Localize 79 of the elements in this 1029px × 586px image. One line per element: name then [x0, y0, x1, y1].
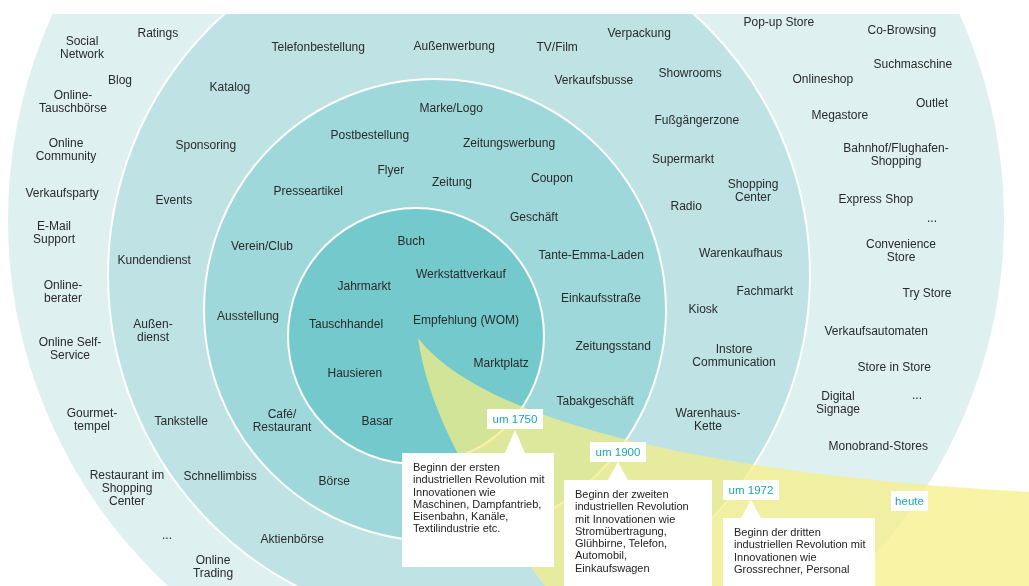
channel-label: Convenience Store: [864, 238, 938, 264]
channel-label: Presseartikel: [273, 184, 343, 198]
channel-label: Events: [155, 193, 193, 207]
channel-label: Store in Store: [857, 360, 931, 374]
callout-text: Beginn der dritten industriellen Revolution mit Innovationen wie Grossrechner, Personal: [734, 526, 866, 576]
channel-label: Verkaufsbusse: [554, 73, 634, 87]
channel-label: ...: [927, 211, 937, 225]
channel-label: Digital Signage: [814, 390, 861, 416]
channel-label: Warenhaus-Kette: [675, 407, 741, 433]
channel-label: Supermarkt: [652, 152, 715, 166]
channel-label: Coupon: [531, 171, 574, 185]
channel-label: Verkaufsautomaten: [824, 324, 928, 338]
channel-label: Katalog: [209, 80, 251, 94]
channel-label: Marktplatz: [473, 356, 529, 370]
channel-label: Shopping Center: [726, 178, 780, 204]
channel-label: Schnellimbiss: [183, 469, 257, 483]
channel-label: Tankstelle: [154, 414, 208, 428]
channel-label: Sponsoring: [175, 138, 237, 152]
channel-label: Telefonbestellung: [271, 40, 365, 54]
channel-label: Fachmarkt: [736, 284, 794, 298]
callout-text: Beginn der ersten industriellen Revolution mit Innovationen wie Maschinen, Dampfantrieb, Eisenbahn, Kanäle, Textilindustrie etc.: [413, 461, 545, 535]
channel-label: Onlineshop: [792, 72, 854, 86]
channel-label: Social Network: [59, 35, 105, 61]
channel-label: Zeitungsstand: [575, 339, 651, 353]
channel-label: Fußgängerzone: [654, 113, 740, 127]
channel-label: Kiosk: [688, 302, 718, 316]
channel-label: ...: [162, 528, 172, 542]
channel-label: E-Mail Support: [32, 220, 76, 246]
channel-label: Showrooms: [658, 66, 722, 80]
channel-label: Bahnhof/Flughafen-Shopping: [842, 142, 950, 168]
channel-label: Hausieren: [327, 366, 383, 380]
channel-label: Megastore: [811, 108, 869, 122]
channel-label: Tabakgeschäft: [556, 394, 634, 408]
channel-label: Verkaufsparty: [25, 186, 99, 200]
channel-label: Empfehlung (WOM): [413, 313, 520, 327]
channel-label: Instore Communication: [691, 343, 777, 369]
channel-label: Zeitungswerbung: [463, 136, 556, 150]
channel-label: Verpackung: [607, 26, 671, 40]
channel-label: Gourmet-tempel: [65, 407, 119, 433]
channel-label: Ausstellung: [217, 309, 280, 323]
channel-label: Warenkaufhaus: [699, 246, 783, 260]
channel-label: Online Trading: [191, 554, 235, 580]
channel-label: Co-Browsing: [867, 23, 937, 37]
channel-label: Suchmaschine: [873, 57, 953, 71]
channel-label: Ratings: [137, 26, 179, 40]
channel-label: Tauschhandel: [309, 317, 384, 331]
channel-label: Pop-up Store: [743, 15, 815, 29]
channel-label: Online-Tauschbörse: [37, 89, 108, 115]
channel-label: Börse: [318, 474, 350, 488]
channel-label: Geschäft: [510, 210, 559, 224]
channel-label: Aktienbörse: [260, 532, 324, 546]
channel-label: Postbestellung: [330, 128, 410, 142]
channel-label: Express Shop: [838, 192, 914, 206]
channel-label: Außenwerbung: [413, 39, 495, 53]
callout-text: Beginn der zweiten industriellen Revolution mit Innovationen wie Stromübertragung, Glühbirne, Telefon, Automobil, Einkaufswagen: [575, 488, 690, 575]
channel-label: Restaurant im Shopping Center: [88, 468, 166, 508]
channel-label: Verein/Club: [231, 239, 294, 253]
channel-label: Zeitung: [432, 175, 473, 189]
channel-label: Einkaufsstraße: [561, 291, 642, 305]
channel-label: TV/Film: [536, 40, 578, 54]
channel-label: Try Store: [902, 286, 952, 300]
channel-label: Online Self-Service: [37, 336, 103, 362]
channel-label: ...: [912, 388, 922, 402]
channel-label: Marke/Logo: [419, 101, 483, 115]
channel-label: Café/ Restaurant: [251, 408, 313, 434]
channel-label: Online Community: [34, 137, 98, 163]
channel-label: Außen-dienst: [132, 318, 174, 344]
channel-label: Kundendienst: [117, 253, 191, 267]
channel-label: Blog: [108, 73, 133, 87]
channel-label: Werkstattverkauf: [416, 267, 506, 281]
channel-label: Online-berater: [42, 279, 84, 305]
channel-label: Radio: [670, 199, 702, 213]
channel-label: Tante-Emma-Laden: [538, 248, 644, 262]
channel-label: Buch: [397, 234, 425, 248]
channel-label: Basar: [361, 414, 393, 428]
channel-label: Flyer: [377, 163, 405, 177]
channel-label: Monobrand-Stores: [828, 439, 928, 453]
channel-label: Outlet: [916, 96, 948, 110]
channel-label: Jahrmarkt: [337, 279, 391, 293]
